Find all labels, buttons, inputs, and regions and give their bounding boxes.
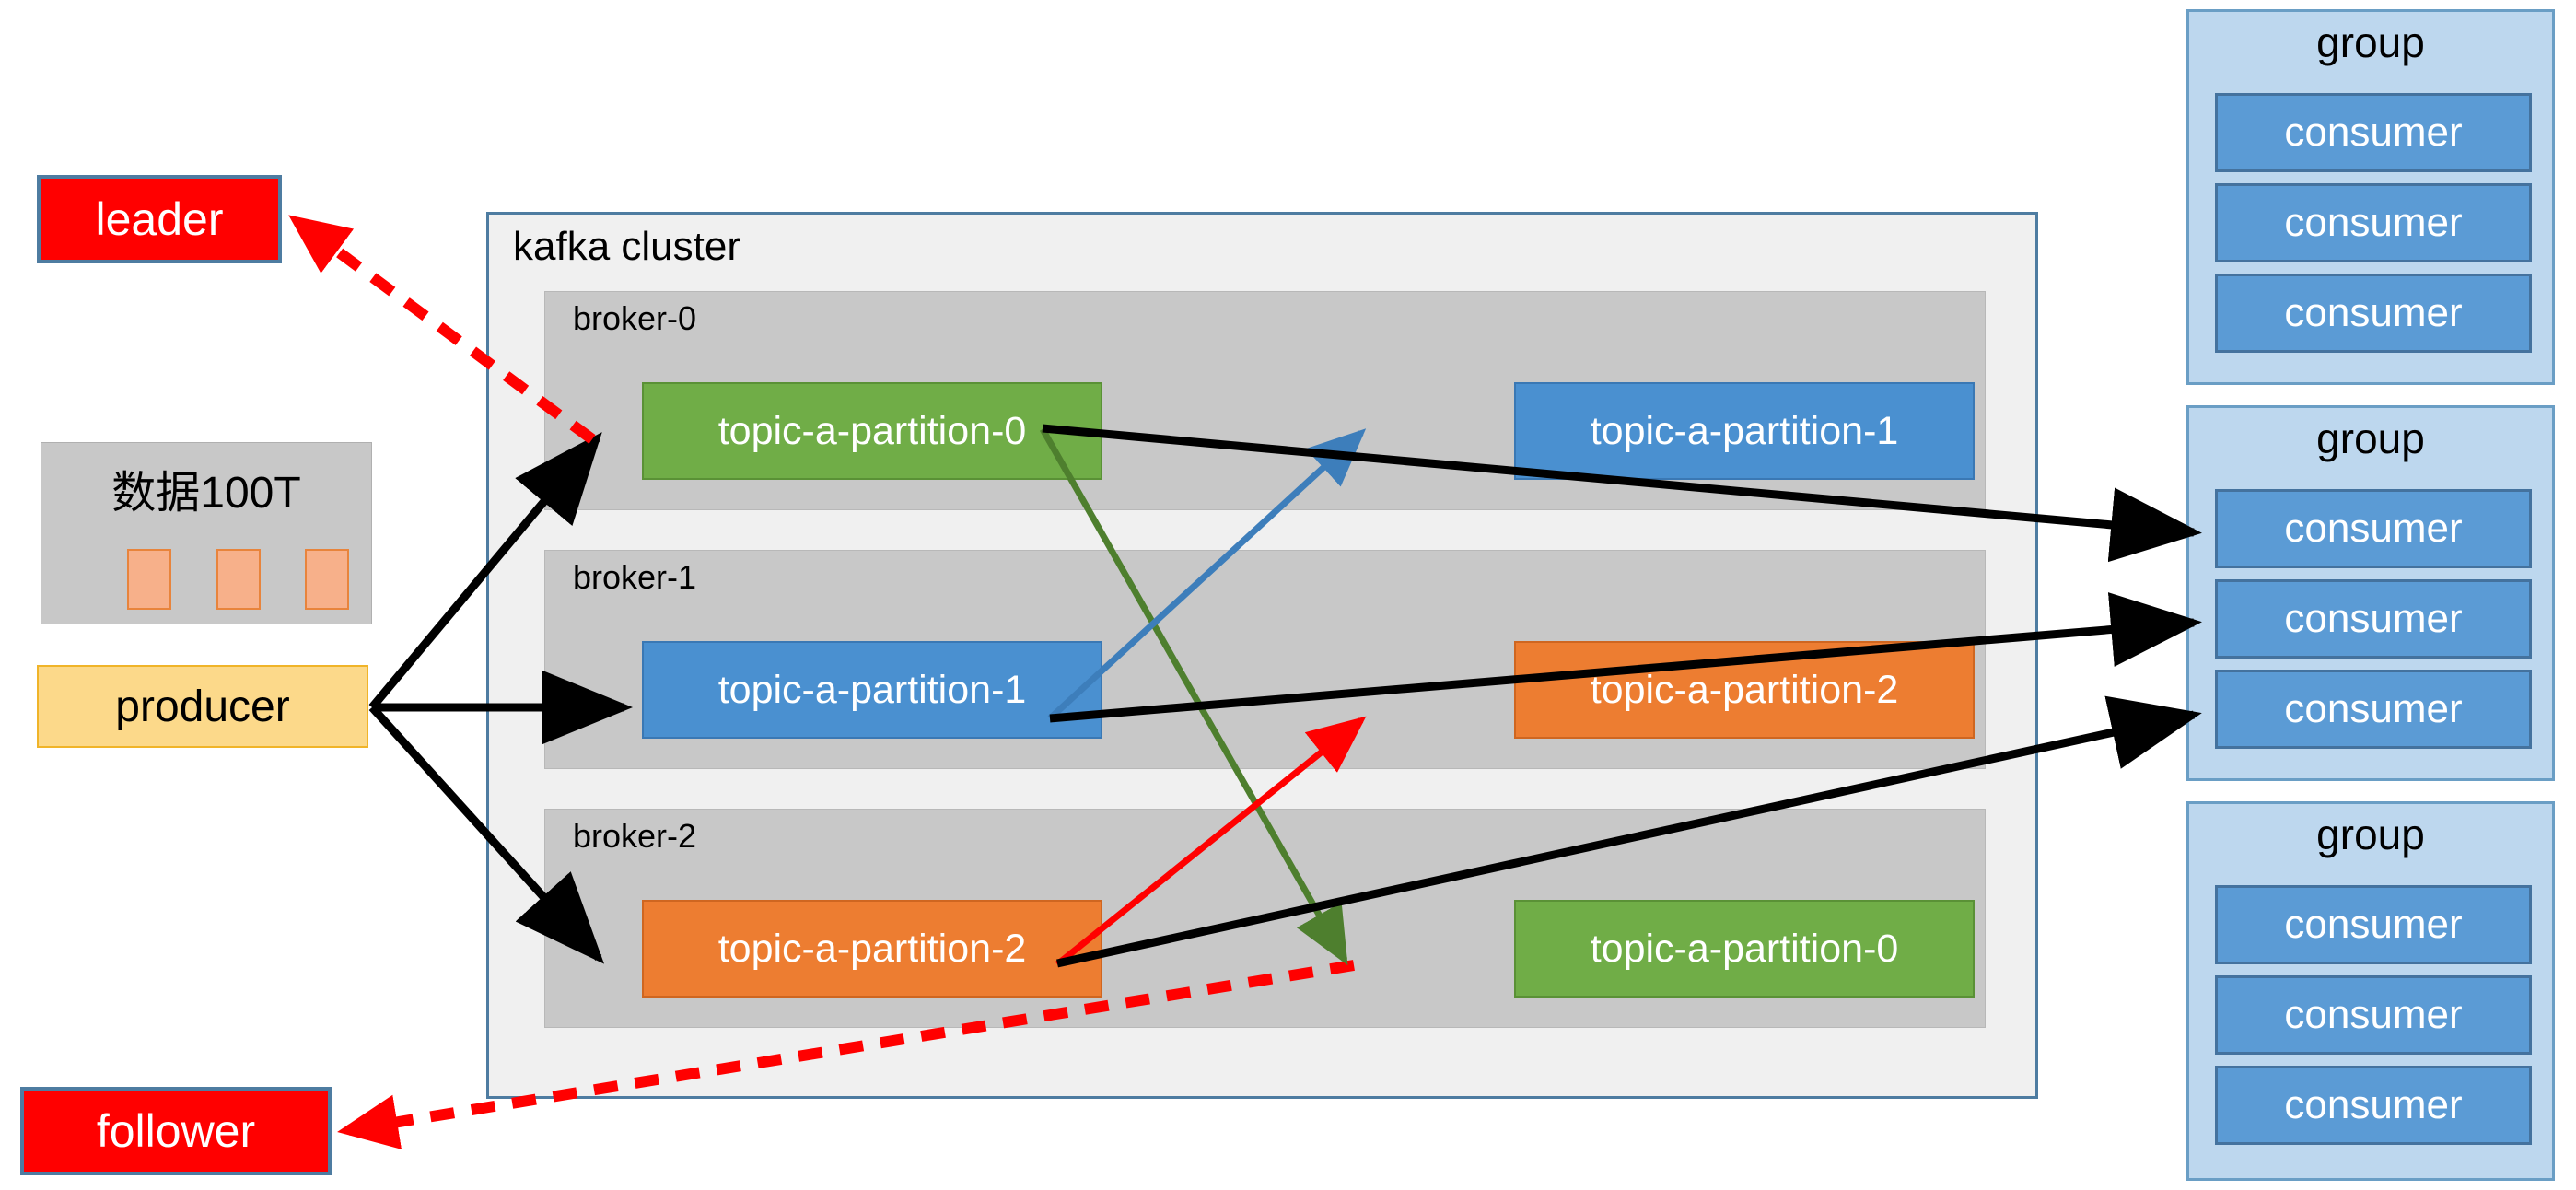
consumer-group-3: group consumer consumer consumer: [2186, 801, 2555, 1181]
partition-broker2-slot1: topic-a-partition-0: [1514, 900, 1975, 998]
data-chip-3: [305, 549, 349, 610]
consumer-group-2: group consumer consumer consumer: [2186, 405, 2555, 781]
consumer-group-2-title: group: [2316, 414, 2425, 462]
partition-broker1-slot0: topic-a-partition-1: [642, 641, 1102, 739]
consumer-label: consumer: [2284, 902, 2463, 947]
leader-box: leader: [37, 175, 282, 263]
consumer-label: consumer: [2284, 596, 2463, 641]
consumer-g1-3: consumer: [2215, 274, 2532, 353]
consumer-label: consumer: [2284, 1082, 2463, 1127]
consumer-group-3-title: group: [2316, 811, 2425, 858]
partition-label: topic-a-partition-0: [1590, 926, 1899, 971]
broker-0-title: broker-0: [573, 299, 697, 337]
consumer-g2-2: consumer: [2215, 579, 2532, 659]
data-chip-1: [127, 549, 171, 610]
consumer-g3-1: consumer: [2215, 885, 2532, 964]
data-store-box: 数据100T: [41, 442, 372, 624]
partition-broker0-slot1: topic-a-partition-1: [1514, 382, 1975, 480]
follower-box: follower: [20, 1087, 332, 1175]
consumer-group-1-title: group: [2316, 18, 2425, 66]
broker-2-box: broker-2 topic-a-partition-2 topic-a-par…: [544, 809, 1986, 1028]
partition-broker2-slot0: topic-a-partition-2: [642, 900, 1102, 998]
producer-label: producer: [115, 682, 290, 731]
partition-label: topic-a-partition-2: [717, 926, 1027, 971]
leader-label: leader: [95, 193, 224, 245]
consumer-g1-2: consumer: [2215, 183, 2532, 262]
consumer-label: consumer: [2284, 290, 2463, 335]
consumer-label: consumer: [2284, 686, 2463, 731]
partition-label: topic-a-partition-1: [1590, 408, 1899, 453]
data-chip-2: [216, 549, 261, 610]
consumer-label: consumer: [2284, 506, 2463, 551]
kafka-cluster-title: kafka cluster: [513, 224, 740, 269]
consumer-g1-1: consumer: [2215, 93, 2532, 172]
partition-label: topic-a-partition-2: [1590, 667, 1899, 712]
broker-0-box: broker-0 topic-a-partition-0 topic-a-par…: [544, 291, 1986, 510]
broker-2-title: broker-2: [573, 817, 697, 855]
consumer-label: consumer: [2284, 110, 2463, 155]
partition-label: topic-a-partition-1: [717, 667, 1027, 712]
broker-1-box: broker-1 topic-a-partition-1 topic-a-par…: [544, 550, 1986, 769]
consumer-g3-3: consumer: [2215, 1066, 2532, 1145]
consumer-g2-3: consumer: [2215, 670, 2532, 749]
partition-label: topic-a-partition-0: [717, 408, 1027, 453]
consumer-label: consumer: [2284, 200, 2463, 245]
consumer-label: consumer: [2284, 992, 2463, 1037]
partition-broker1-slot1: topic-a-partition-2: [1514, 641, 1975, 739]
consumer-g2-1: consumer: [2215, 489, 2532, 568]
partition-broker0-slot0: topic-a-partition-0: [642, 382, 1102, 480]
data-store-title: 数据100T: [111, 469, 301, 518]
follower-label: follower: [96, 1105, 256, 1157]
consumer-group-1: group consumer consumer consumer: [2186, 9, 2555, 385]
kafka-cluster-box: kafka cluster broker-0 topic-a-partition…: [486, 212, 2038, 1099]
producer-box: producer: [37, 665, 368, 748]
broker-1-title: broker-1: [573, 558, 697, 596]
consumer-g3-2: consumer: [2215, 975, 2532, 1055]
